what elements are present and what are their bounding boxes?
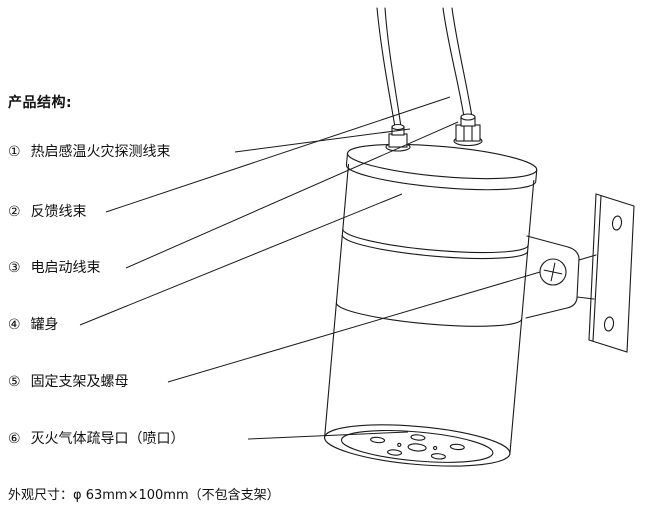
leader-line-6 (247, 431, 409, 440)
legend-item-detection-harness: ① 热启感温火灾探测线束 (8, 143, 171, 161)
leader-line-4 (79, 193, 403, 326)
legend-item-electric-start-harness: ③ 电启动线束 (8, 259, 101, 277)
wire-harness-lines (376, 7, 473, 128)
legend-item-bracket-and-nut: ⑤ 固定支架及螺母 (8, 373, 129, 391)
legend-item-gas-outlet: ⑥ 灭火气体疏导口（喷口） (8, 430, 185, 448)
legend-item-feedback-harness: ② 反馈线束 (8, 203, 87, 221)
legend-number-4: ④ (8, 317, 21, 333)
leader-line-2 (105, 96, 451, 213)
legend-item-tank-body: ④ 罐身 (8, 316, 59, 334)
legend-number-2: ② (8, 204, 21, 220)
page-title: 产品结构: (8, 95, 73, 111)
legend-label-1: 热启感温火灾探测线束 (30, 144, 171, 160)
top-fittings (385, 113, 483, 152)
legend-number-5: ⑤ (8, 374, 21, 390)
mounting-bracket (525, 193, 635, 353)
canister-body (323, 143, 538, 467)
legend-label-6: 灭火气体疏导口（喷口） (30, 431, 185, 447)
legend-number-3: ③ (8, 260, 21, 276)
legend-number-6: ⑥ (8, 431, 21, 447)
nozzle-outlet (340, 429, 494, 463)
legend-label-2: 反馈线束 (30, 204, 87, 220)
leader-line-5 (167, 271, 541, 383)
legend-number-1: ① (8, 144, 21, 160)
legend-label-5: 固定支架及螺母 (30, 374, 129, 390)
legend-label-4: 罐身 (30, 317, 59, 333)
leader-line-1 (234, 128, 411, 153)
legend-label-3: 电启动线束 (30, 260, 101, 276)
bracket-screw (539, 258, 567, 286)
leader-line-3 (125, 121, 459, 269)
dimensions-note: 外观尺寸：φ 63mm×100mm（不包含支架） (8, 488, 280, 503)
